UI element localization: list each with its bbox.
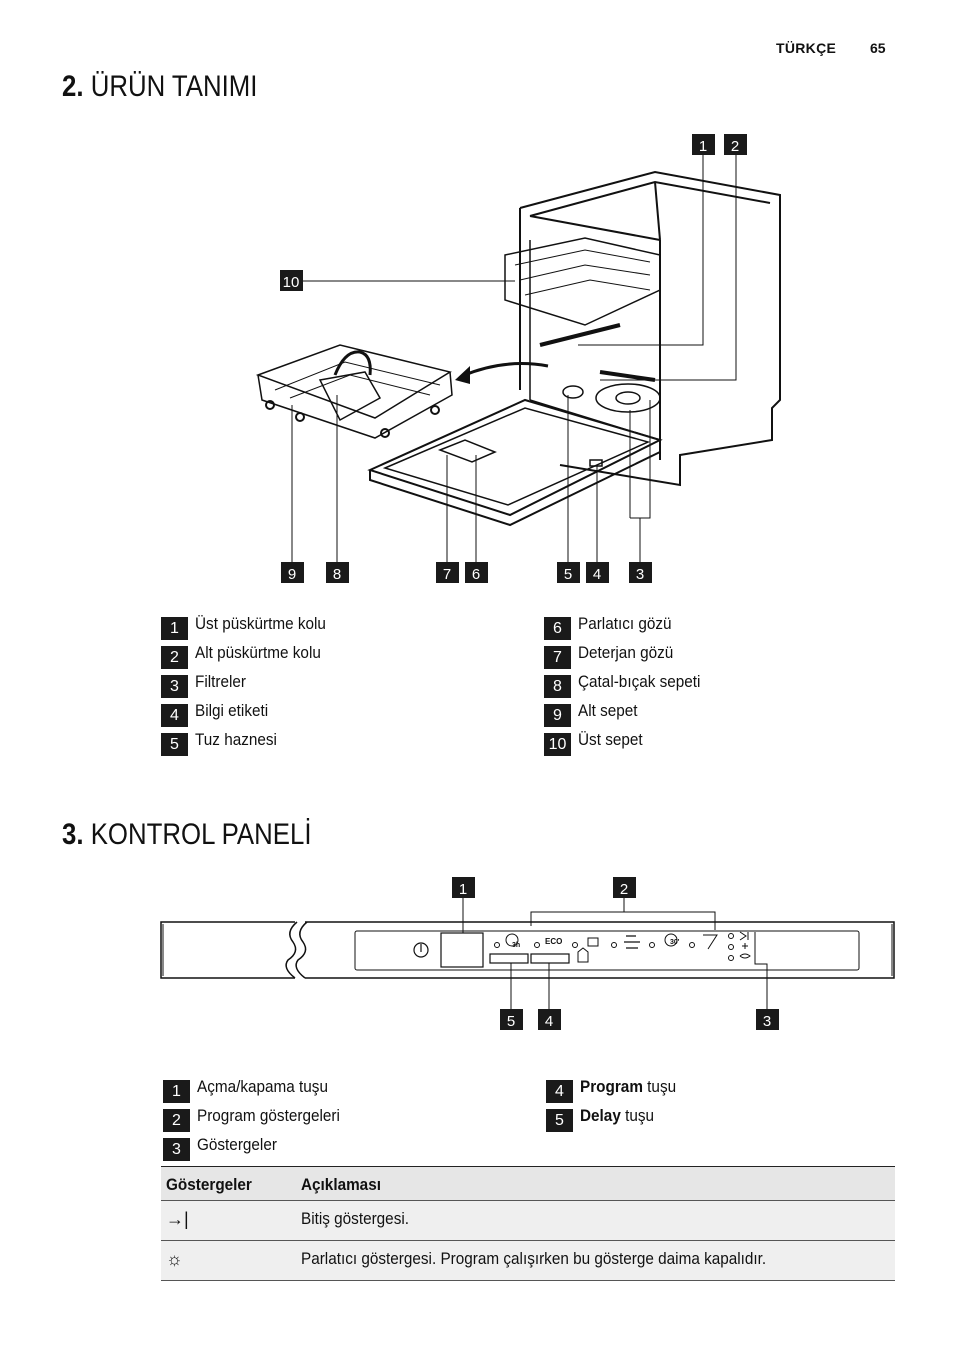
table-row: ☼ Parlatıcı göstergesi. Program çalışırk… [161, 1240, 895, 1281]
column-header-description: Açıklaması [301, 1175, 381, 1194]
panel-callout-3: 3 [763, 1013, 771, 1030]
legend-number: 5 [161, 733, 188, 756]
callout-9: 9 [288, 566, 296, 583]
control-panel-illustration: 3h ECO 30' 1 2 5 4 3 [160, 877, 895, 1030]
legend-item: 1 Açma/kapama tuşu [163, 1077, 343, 1103]
legend-item: 5 Delay tuşu [546, 1106, 662, 1132]
legend-number: 4 [546, 1080, 573, 1103]
legend-item: 5 Tuz haznesi [161, 730, 286, 756]
legend-number: 3 [163, 1138, 190, 1161]
legend-item: 2 Alt püskürtme kolu [161, 643, 335, 669]
legend-label: Çatal-bıçak sepeti [578, 672, 701, 691]
legend-item: 8 Çatal-bıçak sepeti [544, 672, 714, 698]
legend-label-bold: Program [580, 1077, 643, 1096]
legend-number: 3 [161, 675, 188, 698]
callout-4: 4 [593, 566, 601, 583]
callout-1: 1 [699, 138, 707, 155]
callout-7: 7 [443, 566, 451, 583]
legend-number: 4 [161, 704, 188, 727]
legend-number: 6 [544, 617, 571, 640]
legend-label: Göstergeler [197, 1135, 277, 1154]
end-indicator-icon: →| [166, 1209, 189, 1229]
legend-number: 1 [161, 617, 188, 640]
page-number: 65 [870, 40, 886, 56]
panel-callout-4: 4 [545, 1013, 553, 1030]
callout-8: 8 [333, 566, 341, 583]
section-number: 3. [62, 818, 84, 851]
legend-number: 5 [546, 1109, 573, 1132]
legend-label: Delay tuşu [580, 1106, 654, 1126]
section-title-control-panel: 3. KONTROL PANELİ [62, 818, 311, 852]
section-title-text: KONTROL PANELİ [90, 818, 312, 851]
legend-label: Üst püskürtme kolu [195, 614, 326, 633]
legend-item: 2 Program göstergeleri [163, 1106, 356, 1132]
legend-label: Parlatıcı gözü [578, 614, 672, 633]
eco-program-label: ECO [545, 937, 562, 946]
section-number: 2. [62, 70, 84, 103]
legend-item: 4 Program tuşu [546, 1077, 687, 1103]
legend-label: Bilgi etiketi [195, 701, 269, 720]
program-30-label: 30' [670, 939, 680, 946]
legend-number: 9 [544, 704, 571, 727]
legend-item: 10 Üst sepet [544, 730, 650, 756]
language-label: TÜRKÇE [776, 40, 837, 56]
legend-number: 8 [544, 675, 571, 698]
legend-item: 3 Filtreler [161, 672, 252, 698]
callout-2: 2 [731, 138, 739, 155]
legend-label-bold: Delay [580, 1106, 621, 1125]
figure-callouts [280, 134, 747, 583]
legend-label: Üst sepet [578, 730, 643, 749]
rinse-aid-indicator-icon: ☼ [166, 1249, 183, 1269]
legend-item: 6 Parlatıcı gözü [544, 614, 682, 640]
legend-label: Alt sepet [578, 701, 638, 720]
legend-label: Program tuşu [580, 1077, 676, 1097]
legend-number: 1 [163, 1080, 190, 1103]
panel-callout-1: 1 [459, 881, 467, 898]
legend-label: Tuz haznesi [195, 730, 277, 749]
legend-label: Deterjan gözü [578, 643, 674, 662]
legend-item: 3 Göstergeler [163, 1135, 286, 1161]
column-header-indicators: Göstergeler [166, 1175, 252, 1194]
indicators-table: Göstergeler Açıklaması →| Bitiş gösterge… [161, 1166, 895, 1281]
legend-label: Program göstergeleri [197, 1106, 340, 1125]
panel-callout-2: 2 [620, 881, 628, 898]
legend-item: 7 Deterjan gözü [544, 643, 684, 669]
delay-3h-label: 3h [512, 942, 520, 949]
dishwasher-illustration: 1 2 10 9 8 7 6 5 4 3 [255, 134, 781, 583]
legend-label-rest: tuşu [642, 1077, 677, 1096]
table-header-row: Göstergeler Açıklaması [161, 1166, 895, 1201]
section-title-text: ÜRÜN TANIMI [90, 70, 258, 103]
callout-6: 6 [472, 566, 480, 583]
section-title-product-description: 2. ÜRÜN TANIMI [62, 70, 257, 104]
callout-10: 10 [283, 274, 300, 291]
legend-item: 9 Alt sepet [544, 701, 644, 727]
legend-item: 1 Üst püskürtme kolu [161, 614, 341, 640]
legend-label: Filtreler [195, 672, 247, 691]
legend-number: 10 [544, 733, 571, 756]
legend-item: 4 Bilgi etiketi [161, 701, 276, 727]
table-cell-description: Parlatıcı göstergesi. Program çalışırken… [301, 1249, 767, 1268]
callout-3: 3 [636, 566, 644, 583]
table-row: →| Bitiş göstergesi. [161, 1200, 895, 1241]
legend-number: 7 [544, 646, 571, 669]
table-cell-description: Bitiş göstergesi. [301, 1209, 409, 1228]
callout-5: 5 [564, 566, 572, 583]
legend-number: 2 [163, 1109, 190, 1132]
panel-callout-5: 5 [507, 1013, 515, 1030]
legend-label: Açma/kapama tuşu [197, 1077, 328, 1096]
legend-label: Alt püskürtme kolu [195, 643, 321, 662]
legend-label-rest: tuşu [620, 1106, 655, 1125]
legend-number: 2 [161, 646, 188, 669]
